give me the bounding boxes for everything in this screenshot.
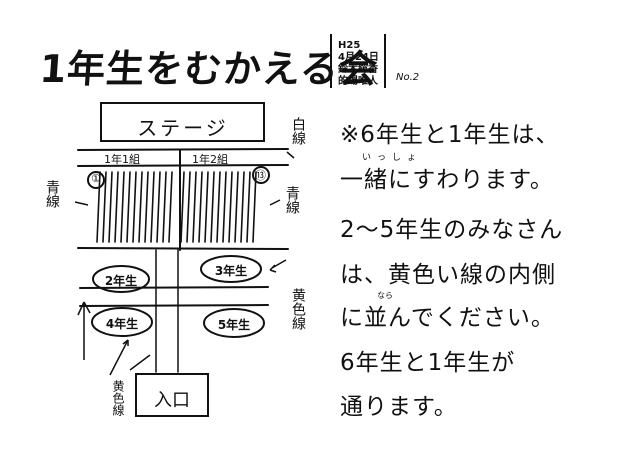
stage-label: ステージ	[137, 116, 229, 140]
note-ruby-1: いっしょ	[362, 153, 423, 163]
note-line-7: 通ります。	[340, 394, 458, 420]
student-stroke	[162, 171, 167, 243]
student-stroke	[114, 171, 119, 243]
page-number: No.2	[396, 72, 420, 83]
student-stroke	[252, 171, 257, 243]
white-line	[77, 148, 289, 151]
note-ruby-2: なら	[377, 291, 393, 300]
student-stroke	[156, 171, 161, 243]
white-line-label: 白線	[290, 117, 306, 145]
yellow-line-top	[79, 286, 269, 289]
blue-line-top	[77, 164, 289, 167]
author-line-2: 的場唯人	[338, 76, 378, 87]
blue-line-label-left: 青線	[44, 180, 60, 208]
entrance-box	[135, 373, 209, 417]
divider	[330, 34, 332, 88]
grade3-oval	[200, 255, 262, 283]
student-stroke	[108, 171, 113, 243]
grade2-oval	[92, 265, 150, 293]
note-line-6: 6年生と1年生が	[340, 350, 516, 376]
student-stroke	[102, 171, 107, 243]
student-stroke	[216, 171, 221, 243]
entrance-label: 入口	[154, 390, 190, 411]
grade4-label: 4年生	[105, 317, 139, 331]
divider	[384, 34, 386, 88]
grade3-label: 3年生	[214, 264, 248, 278]
note-line-4: は、黄色い線の内側	[340, 262, 556, 288]
yellow-line-label-right: 黄色線	[290, 288, 306, 330]
date-era: H25	[338, 40, 361, 51]
grade2-label: 2年生	[104, 274, 138, 288]
student-stroke	[192, 171, 197, 243]
blue-line-bottom	[77, 247, 289, 250]
author-line-1: 鈴木総香	[338, 64, 378, 75]
seat-marker-left	[87, 171, 105, 189]
student-stroke	[198, 171, 203, 243]
student-stroke	[132, 171, 137, 243]
seat-left-label: ①	[91, 172, 101, 185]
grade5-label: 5年生	[217, 318, 251, 332]
yellow-line-label-bottom: 黄色線	[111, 380, 125, 416]
note-line-2: 一緒にすわります。	[340, 167, 554, 193]
class-right-label: 1年2組	[192, 153, 228, 166]
student-stroke	[138, 171, 143, 243]
stage-box	[100, 102, 265, 142]
student-stroke	[204, 171, 209, 243]
student-stroke	[144, 171, 149, 243]
student-stroke	[228, 171, 233, 243]
note-line-1: ※6年生と1年生は、	[340, 122, 560, 148]
date: 4月24日	[338, 52, 379, 63]
student-stroke	[210, 171, 215, 243]
note-line-3: 2〜5年生のみなさん	[340, 217, 564, 243]
yellow-line-bottom	[79, 304, 269, 307]
student-stroke	[168, 171, 173, 243]
seat-marker-right	[252, 166, 270, 184]
student-stroke	[246, 171, 251, 243]
class-left-label: 1年1組	[104, 153, 140, 166]
blue-line-label-right: 青線	[284, 186, 300, 214]
student-stroke	[126, 171, 131, 243]
student-stroke	[186, 171, 191, 243]
grade4-oval	[91, 307, 153, 337]
seat-right-label: ⑬	[255, 169, 266, 182]
note-line-5: に並んでください。	[340, 305, 555, 331]
student-stroke	[240, 171, 245, 243]
student-stroke	[180, 171, 185, 243]
student-stroke	[234, 171, 239, 243]
student-stroke	[120, 171, 125, 243]
student-stroke	[96, 171, 101, 243]
student-stroke	[150, 171, 155, 243]
grade5-oval	[203, 308, 265, 338]
student-stroke	[222, 171, 227, 243]
